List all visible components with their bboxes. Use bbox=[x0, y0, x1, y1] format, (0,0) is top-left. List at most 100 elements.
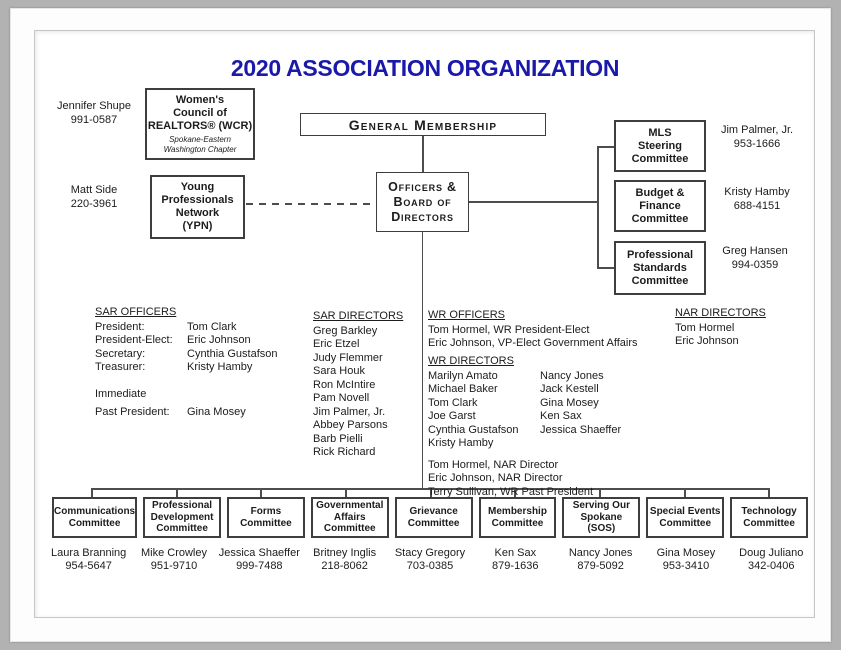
wr-director-name: Tom Clark bbox=[428, 396, 478, 409]
sar-director-name: Jim Palmer, Jr. bbox=[313, 405, 386, 418]
chair-name: Britney Inglis bbox=[313, 547, 377, 559]
chair-name: Stacy Gregory bbox=[394, 547, 466, 559]
prof-standards-contact-name: Greg Hansen bbox=[722, 245, 788, 257]
chair-phone: 703-0385 bbox=[406, 560, 454, 572]
wcr-box-title: Women's Council of REALTORS® (WCR) bbox=[147, 93, 253, 132]
mls-contact-name: Jim Palmer, Jr. bbox=[720, 124, 794, 136]
connector-officers-to-bracket bbox=[469, 201, 597, 203]
ypn-contact: Matt Side 220-3961 bbox=[38, 184, 150, 211]
connector-stub-committee-1 bbox=[91, 488, 93, 498]
connector-stub-committee-3 bbox=[260, 488, 262, 498]
connector-officers-trunk bbox=[421, 232, 423, 489]
general-membership-label: General Membership bbox=[348, 116, 498, 133]
chair-name: Laura Branning bbox=[51, 547, 127, 559]
committee-chair-row: Laura Branning 954-5647 Mike Crowley 951… bbox=[47, 547, 813, 573]
chair-phone: 342-0406 bbox=[748, 560, 795, 572]
mls-contact-phone: 953-1666 bbox=[733, 137, 781, 150]
committee-chair: Laura Branning 954-5647 bbox=[47, 547, 130, 573]
wr-director-name: Kristy Hamby bbox=[428, 437, 494, 449]
connector-stub-mls bbox=[597, 146, 615, 148]
chair-name: Jessica Shaeffer bbox=[218, 547, 300, 559]
wr-director-name: Jack Kestell bbox=[540, 383, 599, 395]
sar-director-name: Greg Barkley bbox=[313, 324, 378, 337]
budget-finance-box: Budget & Finance Committee bbox=[614, 180, 706, 232]
connector-stub-committee-7 bbox=[599, 488, 601, 498]
sar-officer-name: Cynthia Gustafson bbox=[187, 347, 278, 360]
wr-officers-heading: WR OFFICERS bbox=[428, 309, 505, 321]
sar-officer-name: Eric Johnson bbox=[187, 334, 251, 346]
sar-officer-role: Treasurer: bbox=[95, 361, 146, 373]
sar-directors-heading: SAR DIRECTORS bbox=[313, 310, 404, 322]
connector-stub-committee-6 bbox=[514, 488, 516, 498]
chair-name: Ken Sax bbox=[494, 547, 537, 559]
wr-directors-heading: WR DIRECTORS bbox=[428, 355, 514, 367]
professional-standards-box: Professional Standards Committee bbox=[614, 241, 706, 295]
committee-chair: Gina Mosey 953-3410 bbox=[644, 547, 727, 573]
chair-name: Mike Crowley bbox=[140, 547, 207, 559]
wcr-box-subtitle: Spokane-Eastern Washington Chapter bbox=[163, 134, 237, 154]
sar-officer-name: Kristy Hamby bbox=[187, 361, 253, 373]
connector-ypn-dashed bbox=[246, 203, 375, 205]
sar-officer-role: President: bbox=[95, 320, 145, 333]
ypn-contact-phone: 220-3961 bbox=[70, 197, 118, 210]
sar-directors-list: SAR DIRECTORS Greg Barkley Eric Etzel Ju… bbox=[313, 310, 418, 460]
ypn-contact-name: Matt Side bbox=[70, 184, 118, 196]
sar-director-name: Abbey Parsons bbox=[313, 419, 388, 431]
wr-director-name: Nancy Jones bbox=[540, 369, 604, 382]
committee-box-grievance: Grievance Committee bbox=[394, 497, 473, 538]
nar-directors-list: NAR DIRECTORS Tom Hormel Eric Johnson bbox=[675, 307, 795, 349]
connector-stub-committee-8 bbox=[684, 488, 686, 498]
sar-past-president-label: Past President: bbox=[95, 406, 170, 418]
general-membership-box: General Membership bbox=[300, 113, 546, 136]
committee-chair: Jessica Shaeffer 999-7488 bbox=[218, 547, 301, 573]
chair-phone: 218-8062 bbox=[321, 560, 368, 572]
committee-box-sos: Serving Our Spokane (SOS) bbox=[562, 497, 641, 538]
mls-steering-box: MLS Steering Committee bbox=[614, 120, 706, 172]
wcr-box: Women's Council of REALTORS® (WCR) Spoka… bbox=[145, 88, 255, 160]
connector-gm-to-officers bbox=[422, 136, 424, 173]
wr-director-name: Gina Mosey bbox=[540, 396, 599, 409]
nar-director-name: Eric Johnson bbox=[675, 335, 739, 347]
sar-director-name: Barb Pielli bbox=[313, 432, 363, 445]
nar-director-name: Tom Hormel bbox=[675, 321, 735, 334]
mls-steering-contact: Jim Palmer, Jr. 953-1666 bbox=[708, 124, 806, 151]
sar-director-name: Eric Etzel bbox=[313, 338, 360, 350]
wr-officers-list: WR OFFICERS Tom Hormel, WR President-Ele… bbox=[428, 309, 668, 351]
committee-row: Communications Committee Professional De… bbox=[52, 497, 808, 538]
sar-officers-heading: SAR OFFICERS bbox=[95, 306, 177, 318]
sar-officer-name: Tom Clark bbox=[187, 320, 237, 333]
committee-box-governmental-affairs: Governmental Affairs Committee bbox=[310, 497, 389, 538]
wr-director-name: Marilyn Amato bbox=[428, 369, 498, 382]
wr-directors-list: WR DIRECTORS Marilyn Amato Michael Baker… bbox=[428, 355, 668, 499]
committee-box-technology: Technology Committee bbox=[730, 497, 808, 538]
committee-chair: Stacy Gregory 703-0385 bbox=[388, 547, 471, 573]
chair-phone: 954-5647 bbox=[65, 560, 112, 572]
chair-name: Gina Mosey bbox=[656, 547, 716, 559]
connector-stub-committee-2 bbox=[176, 488, 178, 498]
chair-phone: 879-5092 bbox=[577, 560, 624, 572]
mls-steering-title: MLS Steering Committee bbox=[631, 126, 689, 165]
budget-contact-phone: 688-4151 bbox=[733, 199, 781, 212]
wr-director-name: Jessica Shaeffer bbox=[540, 423, 622, 436]
chair-name: Nancy Jones bbox=[568, 547, 633, 559]
connector-stub-committee-5 bbox=[430, 488, 432, 498]
prof-standards-contact-phone: 994-0359 bbox=[731, 258, 779, 271]
committee-chair: Ken Sax 879-1636 bbox=[474, 547, 557, 573]
sar-director-name: Sara Houk bbox=[313, 365, 365, 377]
wr-director-name: Michael Baker bbox=[428, 383, 498, 395]
wcr-contact: Jennifer Shupe 991-0587 bbox=[38, 100, 150, 127]
committee-box-membership: Membership Committee bbox=[478, 497, 557, 538]
sar-officer-role: Secretary: bbox=[95, 347, 146, 360]
wr-officer-line: Tom Hormel, WR President-Elect bbox=[428, 323, 590, 336]
wr-footer-line: Eric Johnson, NAR Director bbox=[428, 472, 563, 484]
connector-bracket-vertical bbox=[597, 146, 599, 268]
committee-chair: Britney Inglis 218-8062 bbox=[303, 547, 386, 573]
sar-director-name: Pam Novell bbox=[313, 392, 370, 404]
chair-name: Doug Juliano bbox=[739, 547, 804, 559]
budget-contact-name: Kristy Hamby bbox=[724, 186, 790, 198]
ypn-box-title: Young Professionals Network (YPN) bbox=[161, 181, 234, 232]
sar-director-name: Judy Flemmer bbox=[313, 351, 383, 364]
wcr-contact-phone: 991-0587 bbox=[70, 113, 118, 126]
wr-director-name: Cynthia Gustafson bbox=[428, 423, 519, 436]
officers-board-box: Officers & Board of Directors bbox=[376, 172, 469, 232]
